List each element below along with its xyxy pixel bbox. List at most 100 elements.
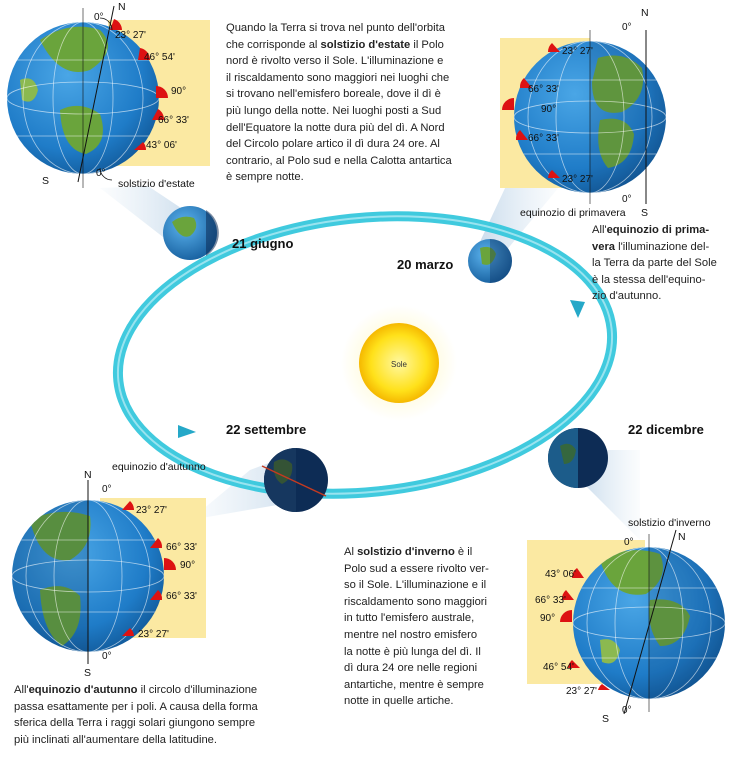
text-winter-line: antartiche, mentre è sempre (344, 678, 484, 691)
text-winter-line: notte in quelle artiche. (344, 695, 454, 708)
text-winter-line: dì dura 24 ore nelle regioni (344, 662, 478, 675)
date-december: 22 dicembre (628, 422, 704, 437)
text-summer-line: è sempre notte. (226, 171, 304, 184)
text-summer: Quando la Terra si trova nel punto dell'… (226, 20, 490, 186)
text-winter-line: è il (454, 546, 473, 558)
text-autumn-line: più inclinati all'aumentare della latitu… (14, 733, 218, 746)
autumn-angle-0-bottom: 0° (102, 651, 112, 662)
text-autumn-line: All' (14, 684, 29, 696)
autumn-angle-23-bottom: 23° 27' (138, 629, 169, 640)
text-winter-keyword: solstizio d'inverno (357, 546, 455, 558)
caption-spring: equinozio di primavera (520, 207, 626, 219)
text-autumn: All'equinozio d'autunno il circolo d'ill… (14, 682, 324, 748)
text-winter: Al solstizio d'inverno è il Polo sud a e… (344, 544, 526, 710)
text-autumn-line: il circolo d'illuminazione (137, 684, 258, 696)
summer-angle-0-top: 0° (94, 12, 104, 23)
text-spring-line: l'illuminazione del- (615, 240, 710, 253)
sun-label: Sole (391, 360, 408, 369)
winter-angle-0-top: 0° (624, 537, 634, 548)
date-september: 22 settembre (226, 422, 306, 437)
autumn-south-label: S (84, 667, 91, 679)
autumn-angle-0-top: 0° (102, 484, 112, 495)
summer-south-label: S (42, 175, 49, 187)
autumn-angle-66-top: 66° 33' (166, 542, 197, 553)
autumn-angle-90: 90° (180, 560, 195, 571)
autumn-north-label: N (84, 469, 92, 481)
text-autumn-line: passa esattamente per i poli. A causa de… (14, 700, 258, 713)
summer-angle-66: 66° 33' (158, 115, 189, 126)
text-summer-line: nord è rivolto verso il Sole. L'illumina… (226, 55, 444, 68)
text-spring-line: è la stessa dell'equino- (592, 273, 706, 286)
text-summer-line: il Polo (410, 38, 444, 51)
autumn-angle-23-top: 23° 27' (136, 505, 167, 516)
summer-angle-23: 23° 27' (115, 30, 146, 41)
globe-winter (560, 529, 725, 715)
text-spring-keyword: equinozio di prima- (606, 224, 710, 236)
text-spring-line: la Terra da parte del Sole (592, 257, 717, 270)
orbit-globe-march (468, 239, 512, 283)
date-june: 21 giugno (232, 236, 293, 251)
spring-angle-66-bottom: 66° 33' (528, 133, 559, 144)
text-winter-line: riscaldamento sono maggiori (344, 595, 488, 608)
text-summer-line: più lungo della notte. Nei luoghi posti … (226, 104, 442, 117)
text-spring-line: zio d'autunno. (592, 290, 662, 303)
text-spring-keyword: vera (592, 240, 616, 253)
orbit-globe-june (163, 206, 219, 260)
autumn-angle-66-bottom: 66° 33' (166, 591, 197, 602)
text-winter-line: Polo sud a essere rivolto ver- (344, 562, 489, 575)
text-summer-line: del Circolo polare artico il dì dura 24 … (226, 138, 440, 151)
spring-angle-0-top: 0° (622, 22, 632, 33)
summer-angle-46: 46° 54' (144, 52, 175, 63)
beam-spring (478, 186, 560, 258)
spring-angle-0-bottom: 0° (622, 194, 632, 205)
spring-angle-23-top: 23° 27' (562, 46, 593, 57)
spring-north-label: N (641, 7, 649, 19)
caption-autumn: equinozio d'autunno (112, 461, 206, 473)
orbit-arrow-left (178, 425, 196, 438)
caption-summer: solstizio d'estate (118, 178, 195, 190)
text-summer-line: Quando la Terra si trova nel punto dell'… (226, 22, 445, 34)
globe-summer (7, 5, 168, 188)
orbit-globe-december (548, 428, 608, 488)
text-summer-line: contrario, al Polo sud e nella Calotta a… (226, 154, 452, 167)
orbit-globe-september (261, 448, 328, 512)
winter-south-label: S (602, 713, 609, 725)
winter-angle-46: 46° 54' (543, 662, 574, 673)
text-summer-line: dell'Equatore la notte dura più del dì. … (226, 121, 445, 134)
summer-angle-0-bottom: 0° (96, 168, 106, 179)
text-winter-line: in tutto l'emisfero australe, (344, 612, 475, 625)
winter-angle-66: 66° 33' (535, 595, 566, 606)
summer-angle-43: 43° 06' (146, 140, 177, 151)
spring-south-label: S (641, 207, 648, 219)
orbit-arrow-right (570, 300, 585, 318)
text-summer-line: si trovano nell'emisfero boreale, dove i… (226, 88, 441, 101)
text-summer-line: il riscaldamento sono maggiori nei luogh… (226, 71, 450, 84)
spring-angle-23-bottom: 23° 27' (562, 174, 593, 185)
text-spring-line: All' (592, 224, 607, 236)
text-summer-line: che corrisponde al (226, 38, 321, 51)
sun (359, 323, 439, 403)
spring-angle-66-top: 66° 33' (528, 84, 559, 95)
text-winter-line: mentre nel nostro emisfero (344, 628, 478, 641)
winter-angle-23: 23° 27' (566, 686, 597, 697)
date-march: 20 marzo (397, 257, 453, 272)
text-winter-line: so il Sole. L'illuminazione e il (344, 579, 487, 592)
winter-north-label: N (678, 531, 686, 543)
winter-angle-43: 43° 06' (545, 569, 576, 580)
summer-north-label: N (118, 1, 126, 13)
text-autumn-line: sferica della Terra i raggi solari giung… (14, 717, 256, 730)
globe-autumn (12, 480, 176, 664)
spring-angle-90: 90° (541, 104, 556, 115)
winter-angle-0-bottom: 0° (622, 705, 632, 716)
caption-winter: solstizio d'inverno (628, 517, 711, 529)
text-autumn-keyword: equinozio d'autunno (28, 684, 138, 696)
winter-angle-90: 90° (540, 613, 555, 624)
text-winter-line: la notte è più lunga del dì. Il (344, 645, 481, 658)
text-summer-keyword: solstizio d'estate (320, 38, 411, 51)
summer-angle-90: 90° (171, 86, 186, 97)
orbit (112, 211, 618, 499)
text-spring: All'equinozio di prima- vera l'illuminaz… (592, 222, 742, 305)
text-winter-line: Al (344, 546, 358, 558)
